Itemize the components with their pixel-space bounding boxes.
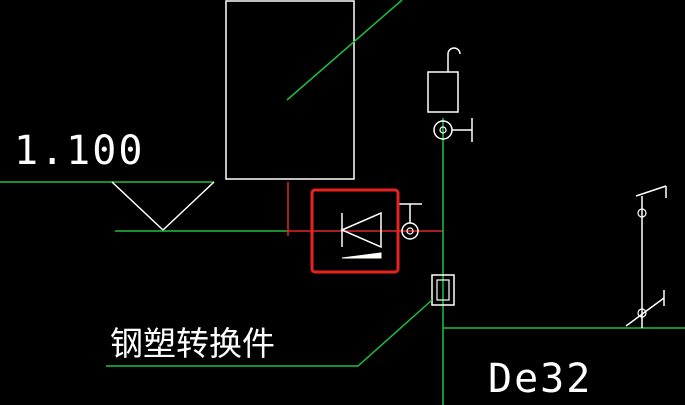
gate-valve-icon[interactable] (398, 203, 422, 240)
leader-line-fitting (106, 299, 433, 367)
right-riser-valves-icon (625, 185, 667, 328)
elevation-label: 1.100 (14, 128, 144, 174)
water-tap-icon[interactable] (427, 47, 473, 142)
pipe-size-label: De32 (488, 356, 592, 402)
leader-line-top (286, 0, 403, 101)
check-valve-icon[interactable] (340, 211, 382, 259)
elevation-marker-icon (0, 181, 215, 232)
steel-plastic-adapter-icon[interactable] (431, 274, 455, 306)
equipment-box[interactable] (225, 0, 355, 180)
selection-highlight-box[interactable] (310, 188, 400, 274)
fitting-label: 钢塑转换件 (110, 324, 275, 363)
